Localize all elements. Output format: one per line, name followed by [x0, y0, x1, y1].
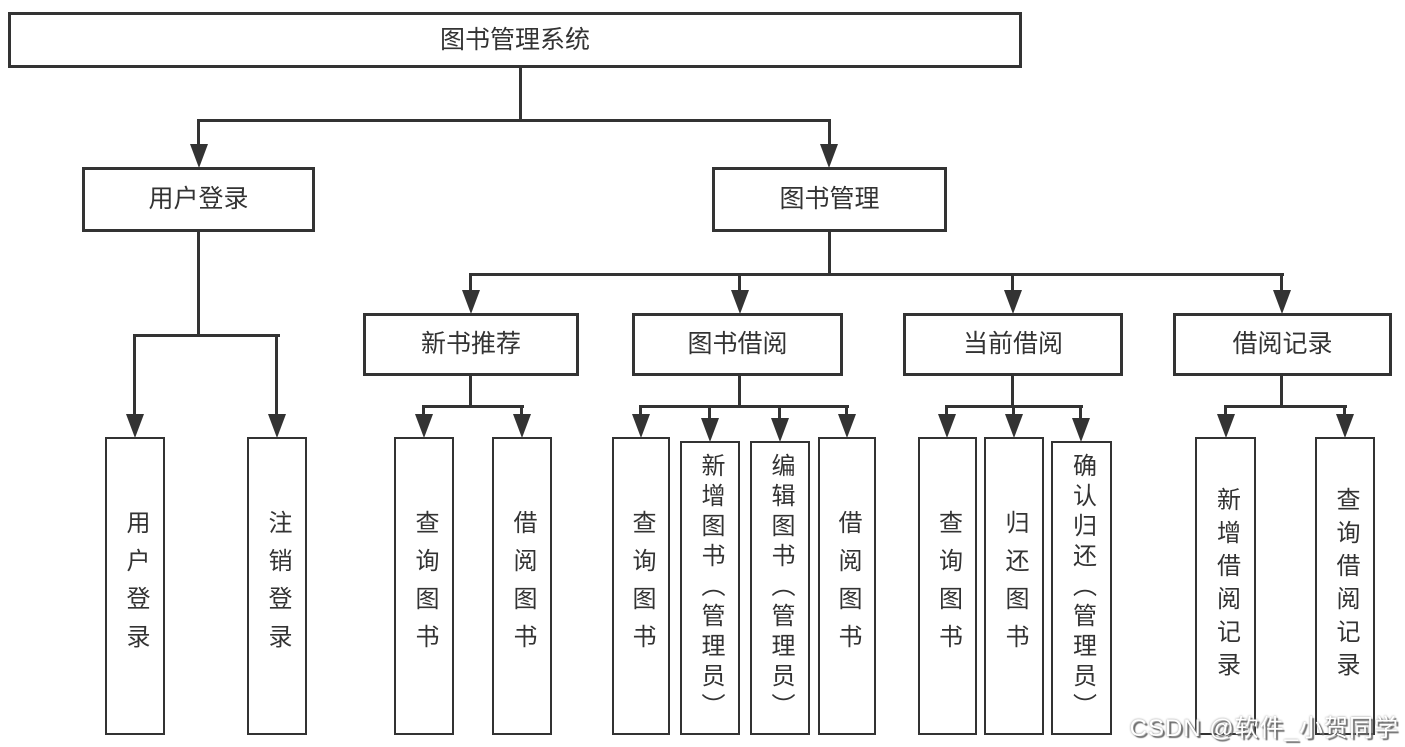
- connector-line: [738, 376, 741, 408]
- node-leaf-rec-query-record: 查询借阅记录: [1315, 437, 1375, 735]
- node-leaf-bw-edit-books-admin: 编辑图书（管理员）: [750, 441, 810, 735]
- node-borrow-records: 借阅记录: [1173, 313, 1392, 376]
- node-leaf-rec-add-record: 新增借阅记录: [1195, 437, 1256, 735]
- arrowhead-down-icon: [1336, 414, 1354, 438]
- node-book-borrow: 图书借阅: [632, 313, 843, 376]
- arrowhead-down-icon: [938, 414, 956, 438]
- connector-line: [845, 405, 848, 417]
- arrowhead-down-icon: [462, 290, 480, 314]
- node-leaf-bw-add-books-admin: 新增图书（管理员）: [680, 441, 740, 735]
- connector-line: [1012, 405, 1015, 417]
- arrowhead-down-icon: [1072, 418, 1090, 442]
- arrowhead-down-icon: [701, 418, 719, 442]
- connector-line: [133, 334, 136, 416]
- node-book-management: 图书管理: [712, 167, 947, 232]
- csdn-watermark: CSDN @软件_小贺同学: [1129, 715, 1399, 742]
- arrowhead-down-icon: [632, 414, 650, 438]
- arrowhead-down-icon: [190, 144, 208, 168]
- arrowhead-down-icon: [771, 418, 789, 442]
- connector-line: [1079, 405, 1082, 420]
- connector-line: [519, 68, 522, 121]
- arrowhead-down-icon: [268, 414, 286, 438]
- node-leaf-user-login: 用户登录: [105, 437, 165, 735]
- connector-line: [1011, 376, 1014, 408]
- connector-line: [197, 232, 200, 336]
- node-leaf-nb-query-books: 查询图书: [394, 437, 454, 735]
- node-leaf-bw-borrow-books-label: 借阅图书: [834, 510, 861, 662]
- node-library-system: 图书管理系统: [8, 12, 1022, 68]
- connector-line: [1224, 405, 1347, 408]
- node-current-borrow: 当前借阅: [903, 313, 1123, 376]
- node-book-borrow-label: 图书借阅: [687, 330, 788, 358]
- node-leaf-cur-confirm-return-admin-label: 确认归还（管理员）: [1068, 453, 1096, 723]
- node-leaf-cur-query-books: 查询图书: [918, 437, 977, 735]
- node-leaf-nb-borrow-books-label: 借阅图书: [509, 510, 536, 662]
- connector-line: [639, 405, 642, 417]
- connector-line: [1224, 405, 1227, 417]
- node-leaf-bw-query-books: 查询图书: [612, 437, 670, 735]
- arrowhead-down-icon: [1273, 290, 1291, 314]
- connector-line: [469, 273, 472, 292]
- node-user-login-label: 用户登录: [148, 185, 249, 213]
- node-leaf-bw-edit-books-admin-label: 编辑图书（管理员）: [767, 453, 794, 723]
- node-leaf-user-login-label: 用户登录: [122, 510, 149, 662]
- node-leaf-rec-add-record-label: 新增借阅记录: [1212, 487, 1240, 685]
- connector-line: [828, 232, 831, 276]
- connector-line: [275, 334, 278, 416]
- arrowhead-down-icon: [731, 290, 749, 314]
- node-leaf-nb-query-books-label: 查询图书: [411, 510, 438, 662]
- arrowhead-down-icon: [415, 414, 433, 438]
- connector-line: [708, 405, 711, 420]
- connector-line: [778, 405, 781, 420]
- arrowhead-down-icon: [1004, 290, 1022, 314]
- node-current-borrow-label: 当前借阅: [962, 330, 1063, 358]
- node-book-management-label: 图书管理: [779, 185, 880, 213]
- node-library-system-label: 图书管理系统: [439, 25, 590, 54]
- node-leaf-cur-return-books: 归还图书: [984, 437, 1044, 735]
- connector-line: [1280, 376, 1283, 408]
- arrowhead-down-icon: [1217, 414, 1235, 438]
- node-leaf-bw-add-books-admin-label: 新增图书（管理员）: [697, 453, 724, 723]
- connector-line: [1280, 273, 1283, 292]
- connector-line: [738, 273, 741, 292]
- connector-line: [828, 119, 831, 147]
- connector-line: [469, 376, 472, 408]
- node-new-book-recommend-label: 新书推荐: [420, 330, 521, 358]
- connector-line: [1011, 273, 1014, 292]
- connector-line: [422, 405, 425, 417]
- connector-line: [469, 273, 1284, 276]
- connector-line: [945, 405, 948, 417]
- connector-line: [197, 119, 831, 122]
- node-user-login: 用户登录: [82, 167, 315, 232]
- node-leaf-bw-query-books-label: 查询图书: [628, 510, 655, 662]
- node-leaf-cur-return-books-label: 归还图书: [1001, 510, 1028, 662]
- connector-line: [520, 405, 523, 417]
- node-leaf-nb-borrow-books: 借阅图书: [492, 437, 552, 735]
- connector-line: [133, 334, 280, 337]
- node-leaf-logout-label: 注销登录: [264, 510, 291, 662]
- arrowhead-down-icon: [1005, 414, 1023, 438]
- arrowhead-down-icon: [838, 414, 856, 438]
- node-leaf-logout: 注销登录: [247, 437, 307, 735]
- node-leaf-cur-query-books-label: 查询图书: [934, 510, 962, 662]
- connector-line: [1343, 405, 1346, 417]
- connector-line: [197, 119, 200, 147]
- arrowhead-down-icon: [513, 414, 531, 438]
- node-leaf-bw-borrow-books: 借阅图书: [818, 437, 876, 735]
- arrowhead-down-icon: [126, 414, 144, 438]
- node-borrow-records-label: 借阅记录: [1232, 330, 1333, 358]
- connector-line: [422, 405, 524, 408]
- node-leaf-rec-query-record-label: 查询借阅记录: [1332, 487, 1359, 685]
- node-new-book-recommend: 新书推荐: [363, 313, 579, 376]
- connector-line: [639, 405, 849, 408]
- node-leaf-cur-confirm-return-admin: 确认归还（管理员）: [1051, 441, 1112, 735]
- arrowhead-down-icon: [820, 144, 838, 168]
